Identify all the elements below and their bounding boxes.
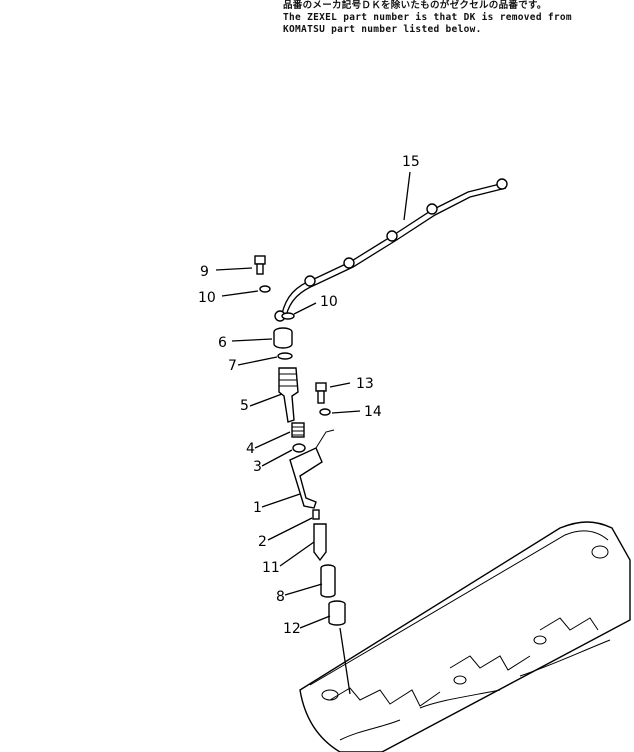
note-line-1: The ZEXEL part number is that DK is remo… <box>283 12 572 23</box>
part-3 <box>292 443 306 453</box>
fuel-line-part-15 <box>274 178 508 322</box>
callout-3: 3 <box>253 459 262 475</box>
spring-part-4 <box>291 422 305 438</box>
callout-2: 2 <box>258 534 267 550</box>
callout-1: 1 <box>253 500 262 516</box>
pin-part-2 <box>312 509 320 520</box>
nozzle-part-11 <box>313 523 327 562</box>
washer-part-10-lower <box>281 312 295 320</box>
note-line-2: KOMATSU part number listed below. <box>283 24 482 35</box>
bolt-part-9 <box>254 255 266 275</box>
callout-14: 14 <box>364 404 382 420</box>
callout-15: 15 <box>402 154 420 170</box>
callout-6: 6 <box>218 335 227 351</box>
holder-part-5 <box>278 367 299 423</box>
callout-7: 7 <box>228 358 237 374</box>
header-note: 品番のメーカ記号ＤＫを除いたものがゼクセルの品番です。 The ZEXEL pa… <box>283 0 572 36</box>
seal-part-7 <box>277 352 293 360</box>
nut-part-6 <box>273 327 293 349</box>
bolt-part-13 <box>315 382 327 404</box>
callout-4: 4 <box>246 441 255 457</box>
callout-9: 9 <box>200 264 209 280</box>
cylinder-head <box>299 521 631 752</box>
note-line-japanese: 品番のメーカ記号ＤＫを除いたものがゼクセルの品番です。 <box>283 0 547 11</box>
callout-11: 11 <box>262 560 280 576</box>
callout-5: 5 <box>240 398 249 414</box>
callout-13: 13 <box>356 376 374 392</box>
callout-8: 8 <box>276 589 285 605</box>
callout-10-upper: 10 <box>198 290 216 306</box>
washer-part-14 <box>319 408 331 416</box>
sleeve-part-8 <box>320 564 336 598</box>
nozzle-holder-part-1 <box>289 429 335 509</box>
washer-part-10-upper <box>259 285 271 293</box>
leader-lines <box>215 171 411 695</box>
sleeve-part-12 <box>328 600 346 626</box>
callout-10-lower: 10 <box>320 294 338 310</box>
callout-12: 12 <box>283 621 301 637</box>
